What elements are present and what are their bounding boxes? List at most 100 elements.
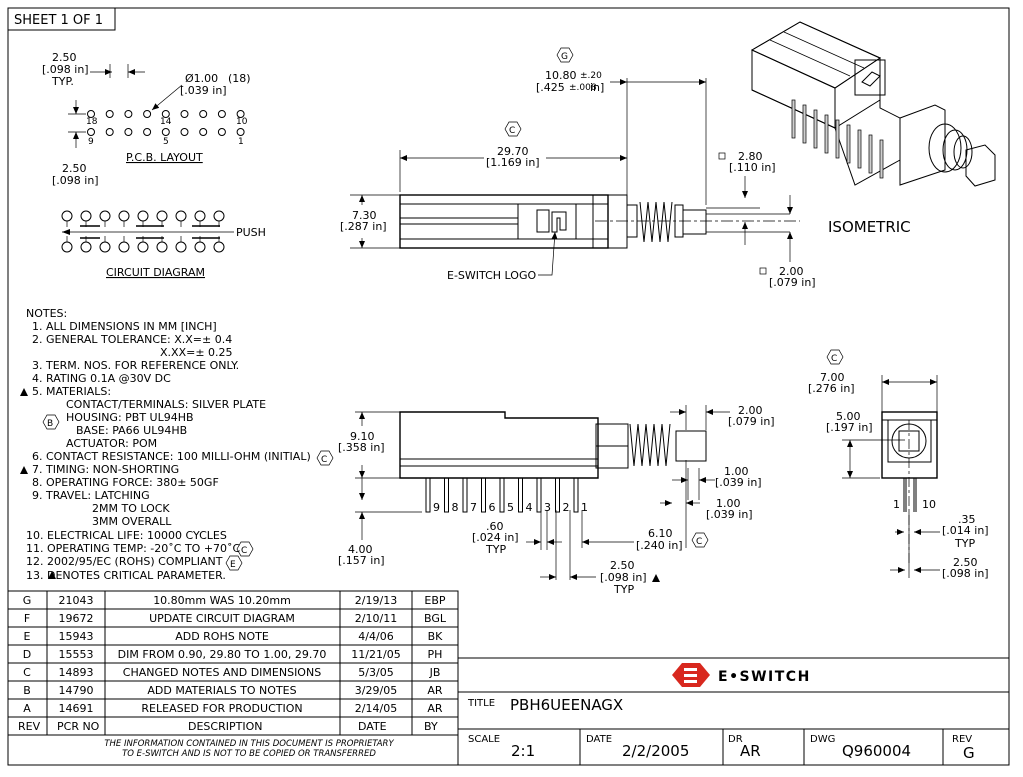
dim-2970: 29.70 — [497, 145, 529, 158]
revision-cell: 15553 — [59, 648, 94, 661]
circuit-node — [80, 241, 92, 253]
rev-g-symbol: G — [561, 52, 568, 62]
dim-250-end-in: [.098 in] — [942, 567, 989, 580]
dim-100b: 1.00 — [716, 497, 741, 510]
revision-cell: 21043 — [59, 594, 94, 607]
dim-1080-tol: ±.20 — [580, 71, 602, 81]
sheet-label: SHEET 1 OF 1 — [14, 13, 103, 28]
side-pin-label: 6 — [489, 501, 496, 514]
end-view: C 7.00 [.276 in] 5.00 [.197 in] 1 10 .35… — [808, 349, 989, 580]
circuit-node — [156, 241, 168, 253]
isometric-pin — [857, 129, 862, 169]
rev-e-hexagon — [225, 555, 243, 571]
dim-280-in: [.110 in] — [729, 161, 776, 174]
side-pin-label: 8 — [452, 501, 459, 514]
note-1: 1. ALL DIMENSIONS IN MM [INCH] — [32, 320, 217, 333]
pcb-hole — [143, 128, 152, 136]
isometric-pin — [868, 134, 873, 174]
circuit-node — [118, 210, 130, 222]
isometric-pin — [791, 99, 796, 139]
rev-b-hexagon — [42, 414, 60, 430]
pcb-pin-18: 18 — [86, 117, 98, 127]
rev-header-by: BY — [424, 720, 438, 733]
front-view: G 10.80 ±.20 [.425 ±.008 in] C 29.70 [1.… — [340, 47, 816, 289]
end-pin-10: 10 — [922, 498, 936, 511]
revision-cell: RELEASED FOR PRODUCTION — [141, 702, 302, 715]
circuit-node — [175, 210, 187, 222]
dim-200-front-in: [.079 in] — [769, 276, 816, 289]
side-pin-label: 5 — [507, 501, 514, 514]
logo-outline — [536, 209, 550, 233]
dim-035-in: [.014 in] — [942, 524, 989, 537]
pcb-hole — [105, 128, 114, 136]
circuit-node — [137, 210, 149, 222]
note-4: 4. RATING 0.1A @30V DC — [32, 372, 171, 385]
revision-cell: UPDATE CIRCUIT DIAGRAM — [149, 612, 295, 625]
pcb-hole — [105, 110, 114, 118]
spring-front — [626, 201, 684, 243]
dwg-label: DWG — [810, 734, 835, 745]
pcb-pin-5: 5 — [163, 137, 169, 147]
pcb-layout-title: P.C.B. LAYOUT — [126, 151, 203, 164]
dim-100b-in: [.039 in] — [706, 508, 753, 521]
revision-cell: E — [24, 630, 31, 643]
brand-name: E•SWITCH — [718, 669, 811, 685]
side-pin — [555, 477, 560, 513]
spring-side — [629, 423, 671, 467]
dr-label: DR — [728, 734, 743, 745]
circuit-node — [99, 241, 111, 253]
end-body — [881, 411, 938, 479]
pcb-pin-10: 10 — [236, 117, 248, 127]
dim-060-in: [.024 in] — [472, 531, 519, 544]
dim-100a: 1.00 — [724, 465, 749, 478]
revision-cell: ADD ROHS NOTE — [175, 630, 269, 643]
square-symbol-280 — [718, 152, 726, 160]
scale-value: 2:1 — [511, 742, 535, 760]
revision-cell: G — [23, 594, 32, 607]
revision-cell: 14790 — [59, 684, 94, 697]
logo-label: E-SWITCH LOGO — [447, 269, 536, 282]
end-pin-1: 1 — [893, 498, 900, 511]
revision-cell: B — [23, 684, 31, 697]
rev-c-symbol-note6: C — [321, 455, 327, 465]
isometric-pin — [879, 139, 884, 179]
revision-cell: EBP — [424, 594, 445, 607]
dim-200-side: 2.00 — [738, 404, 763, 417]
circuit-node — [61, 241, 73, 253]
isometric-label: ISOMETRIC — [828, 218, 911, 236]
circuit-node — [194, 210, 206, 222]
revision-cell: 5/3/05 — [358, 666, 393, 679]
circuit-node — [80, 210, 92, 222]
pcb-typ: TYP. — [51, 75, 74, 88]
revision-cell: BK — [428, 630, 444, 643]
pcb-hole-dia: Ø1.00 — [185, 72, 218, 85]
square-symbol-200 — [759, 267, 767, 275]
side-pin — [425, 477, 431, 513]
revision-cell: JB — [429, 666, 441, 679]
rev-c-hexagon-610 — [691, 532, 709, 548]
pcb-hole — [236, 128, 245, 136]
circuit-nodes — [61, 210, 225, 253]
circuit-node — [175, 241, 187, 253]
dim-910-in: [.358 in] — [338, 441, 385, 454]
dim-400-in: [.157 in] — [338, 554, 385, 567]
revision-cell: CHANGED NOTES AND DIMENSIONS — [123, 666, 321, 679]
side-pin — [518, 477, 523, 513]
dim-500: 5.00 — [836, 410, 861, 423]
dim-250-side-in: [.098 in] — [600, 571, 647, 584]
side-pin — [536, 477, 542, 513]
dim-280: 2.80 — [738, 150, 763, 163]
dim-910: 9.10 — [350, 430, 375, 443]
rev-g-hexagon — [556, 47, 574, 63]
critical-triangle-250 — [652, 574, 660, 582]
revision-cell: 2/14/05 — [355, 702, 397, 715]
circuit-node — [118, 241, 130, 253]
circuit-node — [137, 241, 149, 253]
critical-triangle-5 — [20, 388, 28, 396]
side-pin — [573, 477, 579, 513]
side-pin-label: 2 — [563, 501, 570, 514]
dim-1080-in-end: in] — [590, 81, 604, 94]
